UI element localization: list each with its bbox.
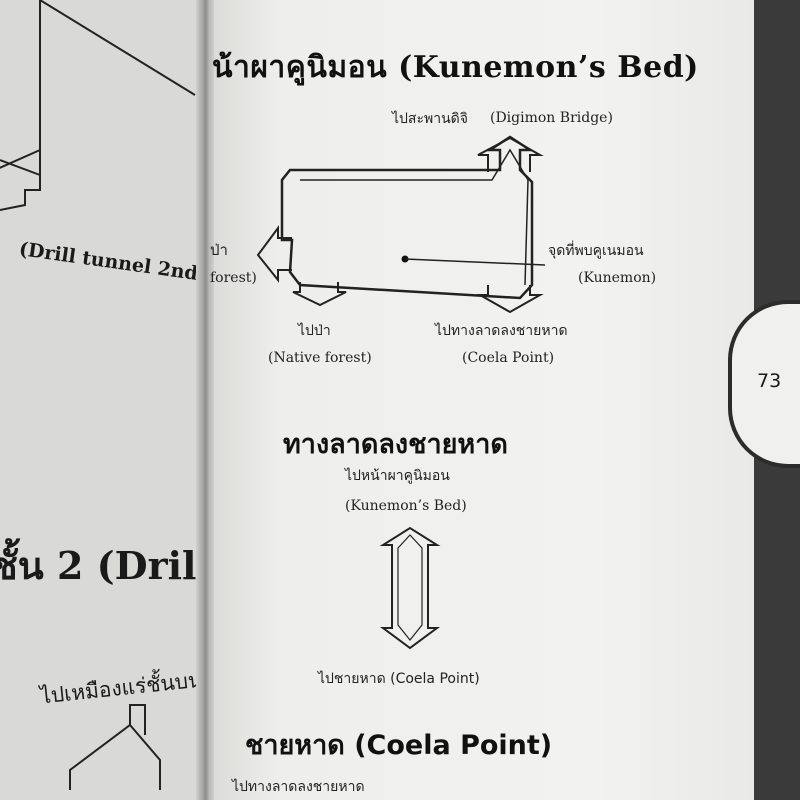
- slope-outline: [379, 526, 441, 650]
- arrow-down-coela-point: [476, 285, 544, 314]
- section3-title: ชายหาด (Coela Point): [245, 730, 553, 761]
- slope-exit-top-en: (Kunemon’s Bed): [345, 498, 467, 514]
- exit-coela-en: (Coela Point): [462, 350, 555, 366]
- beach-exit-top-thai: ไปทางลาดลงชายหาด: [232, 779, 365, 795]
- exit-native-forest-thai: ไปป่า: [298, 323, 331, 339]
- area-outline: [280, 135, 535, 300]
- exit-coela-thai: ไปทางลาดลงชายหาด: [435, 323, 568, 339]
- arrow-down-native-forest: [292, 282, 347, 307]
- marker-leader-line: [404, 258, 546, 266]
- book-gutter: [196, 0, 218, 800]
- exit-top-en: (Digimon Bridge): [490, 110, 613, 126]
- slope-exit-top-thai: ไปหน้าผาคูนิมอน: [345, 468, 450, 484]
- section1-title: น้าผาคูนิมอน (Kunemon’s Bed): [212, 50, 699, 85]
- arrow-left-forest: [256, 224, 292, 283]
- exit-left-en: forest): [210, 270, 257, 286]
- right-page: [214, 0, 754, 800]
- arrow-up-digimon-bridge: [477, 136, 544, 172]
- exit-native-forest-en: (Native forest): [268, 350, 372, 366]
- exit-left-thai: ป่า: [210, 241, 228, 259]
- slope-exit-bottom: ไปชายหาด (Coela Point): [318, 671, 480, 687]
- marker-label-en: (Kunemon): [578, 270, 657, 286]
- left-page: [0, 0, 208, 800]
- section2-title: ทางลาดลงชายหาด: [283, 429, 508, 460]
- page-number: 73: [757, 370, 782, 392]
- exit-top-thai: ไปสะพานดิจิ: [392, 111, 468, 127]
- marker-label-thai: จุดที่พบคูเนมอน: [548, 243, 644, 259]
